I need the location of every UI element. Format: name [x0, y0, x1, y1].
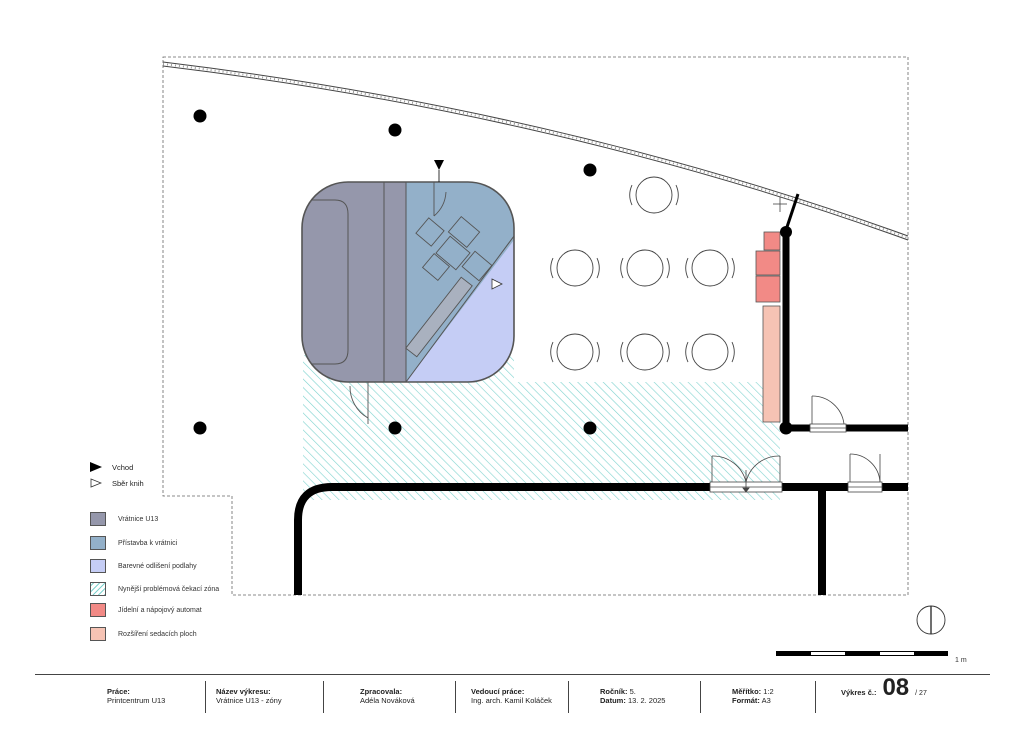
entry-marker-icon: [434, 160, 444, 170]
tb-scale-label: Měřítko:: [732, 687, 762, 696]
book-collection-marker-icon: [491, 278, 503, 290]
swatch-seating: [90, 627, 106, 641]
tb-author-value: Adéla Nováková: [360, 696, 415, 705]
swatch-vending: [90, 603, 106, 617]
tb-work-value: Printcentrum U13: [107, 696, 166, 705]
north-arrow-icon: [916, 605, 946, 635]
tb-drawing-label: Název výkresu:: [216, 687, 271, 696]
tb-year-label: Ročník:: [600, 687, 628, 696]
swatch-floor: [90, 559, 106, 573]
legend-entry: Vchod: [90, 462, 133, 472]
waiting-zone: [303, 355, 780, 500]
legend-zone-extension: Přístavba k vrátnici: [90, 536, 177, 550]
tb-year-date: Ročník: 5. Datum: 13. 2. 2025: [600, 687, 665, 731]
legend-zone-label: Barevné odlišení podlahy: [118, 562, 197, 570]
legend-zone-label: Vrátnice U13: [118, 515, 159, 523]
seating-extension: [762, 305, 781, 423]
tb-supervisor: Vedoucí práce: Ing. arch. Kamil Koláček: [471, 687, 552, 731]
columns: [193, 109, 793, 435]
tb-work-label: Práce:: [107, 687, 130, 696]
legend-zone-waiting: Nynější problémová čekací zóna: [90, 582, 219, 596]
tb-sheet-total: / 27: [915, 690, 927, 697]
tb-year-value: 5.: [629, 687, 636, 696]
tb-drawing-value: Vrátnice U13 - zóny: [216, 696, 282, 705]
walls: [294, 193, 908, 595]
legend-zone-label: Rozšíření sedacích ploch: [118, 630, 197, 638]
legend-zone-label: Přístavba k vrátnici: [118, 539, 178, 547]
tb-sheet-number: 08: [882, 674, 910, 701]
legend-zone-vending: Jídelní a nápojový automat: [90, 603, 202, 617]
tb-sheet: Výkres č.: 08 / 27: [841, 674, 927, 727]
legend-entry-label: Vchod: [112, 462, 134, 472]
swatch-gatehouse: [90, 512, 106, 526]
curved-facade: [162, 61, 909, 237]
swatch-waiting: [90, 582, 106, 596]
legend-zone-gatehouse: Vrátnice U13: [90, 512, 158, 526]
tb-author: Zpracovala: Adéla Nováková: [360, 687, 415, 731]
tb-supervisor-label: Vedoucí práce:: [471, 687, 525, 696]
filled-triangle-down-icon: [90, 462, 102, 472]
outline-triangle-right-icon: [90, 478, 102, 488]
legend-zone-label: Nynější problémová čekací zóna: [118, 585, 220, 593]
legend-zone-floor: Barevné odlišení podlahy: [90, 559, 197, 573]
tb-scale-format: Měřítko: 1:2 Formát: A3: [732, 687, 774, 731]
legend-zone-seating: Rozšíření sedacích ploch: [90, 627, 197, 641]
tb-date-value: 13. 2. 2025: [627, 696, 666, 705]
title-block: Práce: Printcentrum U13 Název výkresu: V…: [35, 674, 990, 725]
tb-date-label: Datum:: [600, 696, 626, 705]
tb-format-value: A3: [761, 696, 771, 705]
gatehouse: [302, 182, 514, 382]
vending-machines: [755, 231, 781, 303]
tb-format-label: Formát:: [732, 696, 760, 705]
tb-work: Práce: Printcentrum U13: [107, 687, 165, 731]
scale-bar: [776, 651, 948, 656]
tables: [550, 176, 735, 371]
legend-books-label: Sběr knih: [112, 478, 144, 488]
swatch-extension: [90, 536, 106, 550]
legend-books: Sběr knih: [90, 478, 144, 488]
scale-label: 1 m: [955, 657, 967, 664]
tb-scale-value: 1:2: [763, 687, 774, 696]
tb-author-label: Zpracovala:: [360, 687, 403, 696]
tb-sheet-label: Výkres č.:: [841, 688, 877, 697]
tb-drawing: Název výkresu: Vrátnice U13 - zóny: [216, 687, 282, 731]
legend-zone-label: Jídelní a nápojový automat: [118, 606, 202, 614]
tb-supervisor-value: Ing. arch. Kamil Koláček: [471, 696, 552, 705]
site-boundary: [162, 56, 909, 596]
